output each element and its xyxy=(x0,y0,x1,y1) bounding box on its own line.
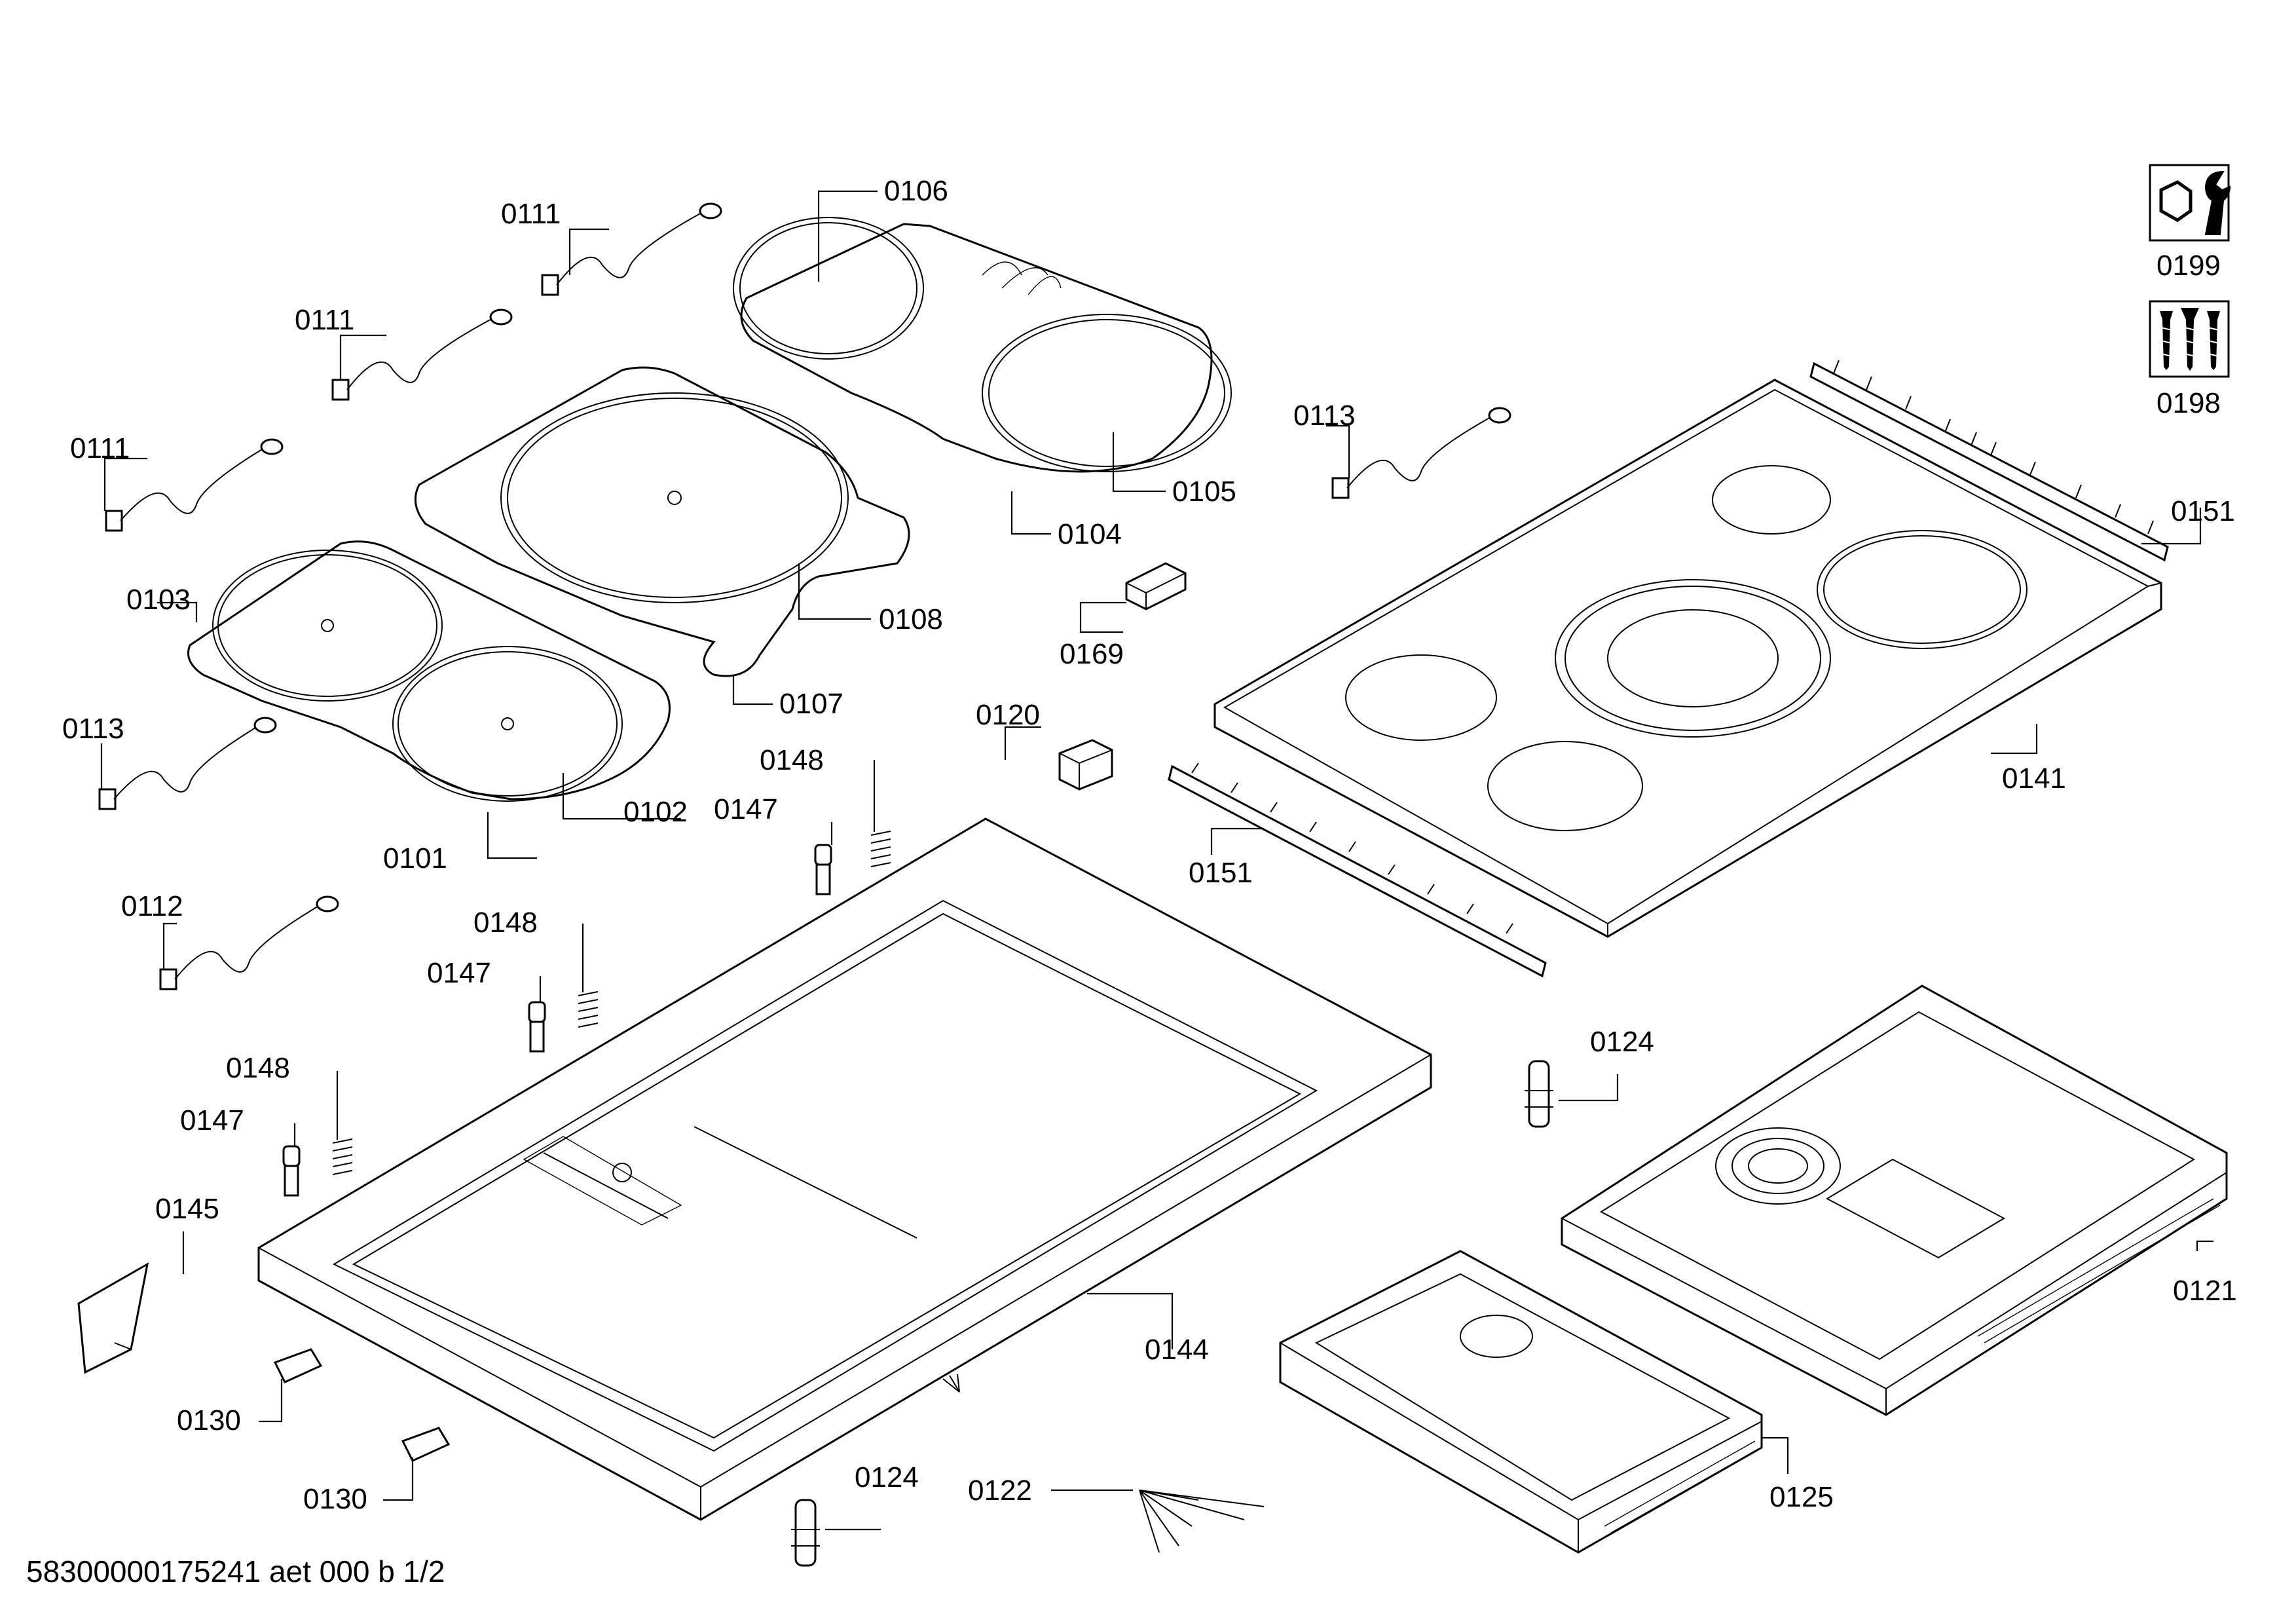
part-label-0144: 0144 xyxy=(1145,1334,1209,1366)
part-label-0141: 0141 xyxy=(2002,762,2066,795)
part-label-0108: 0108 xyxy=(879,603,943,635)
cooktop-frame xyxy=(257,817,1432,1521)
part-label-0169: 0169 xyxy=(1060,638,1124,670)
part-label-0101: 0101 xyxy=(383,842,447,874)
document-reference: 58300000175241 aet 000 b 1/2 xyxy=(26,1554,445,1588)
electronics-housing-large xyxy=(1561,985,2228,1416)
part-label-0130-left: 0130 xyxy=(177,1404,241,1436)
part-label-0124-bottom: 0124 xyxy=(855,1461,919,1493)
sensor-coils xyxy=(98,202,1511,990)
wrench-and-nut-icon xyxy=(2159,170,2231,235)
screws-icon xyxy=(2160,308,2222,371)
screws-icon-box: 0198 xyxy=(2149,300,2230,419)
leader-lines xyxy=(100,190,2213,1531)
part-label-0130-right: 0130 xyxy=(303,1483,367,1515)
part-label-0111-top: 0111 xyxy=(501,198,561,230)
part-label-0106: 0106 xyxy=(884,175,948,207)
heating-element-plate-lower xyxy=(187,540,671,802)
clip-0130b xyxy=(401,1427,451,1462)
clip-0130a xyxy=(273,1348,323,1383)
part-label-0148-middle: 0148 xyxy=(473,907,538,939)
part-label-0121: 0121 xyxy=(2173,1275,2237,1307)
heating-element-plate-upper xyxy=(733,217,1232,473)
part-label-0112: 0112 xyxy=(121,890,183,922)
part-label-0113-left: 0113 xyxy=(62,713,124,745)
part-label-0105: 0105 xyxy=(1172,476,1236,508)
part-label-0199: 0199 xyxy=(2157,250,2221,282)
power-cable xyxy=(942,1374,1265,1553)
part-label-0111-middle: 0111 xyxy=(295,304,354,336)
tools-icon-box: 0199 xyxy=(2149,164,2231,282)
electronics-housing-small xyxy=(1279,1250,1763,1554)
part-label-0147-bottom: 0147 xyxy=(180,1104,244,1136)
foot-0124b xyxy=(791,1499,820,1567)
part-label-0122: 0122 xyxy=(968,1474,1032,1507)
part-labels: 0106 0111 0111 0111 0113 0113 0105 0104 … xyxy=(62,175,2237,1515)
part-label-0125: 0125 xyxy=(1769,1481,1834,1513)
part-label-0151-right: 0151 xyxy=(2171,495,2235,527)
foot-0124a xyxy=(1525,1060,1553,1128)
connector-0169 xyxy=(1125,562,1187,610)
part-label-0102: 0102 xyxy=(623,796,688,828)
part-label-0147-top: 0147 xyxy=(714,793,778,825)
heating-element-plate-large xyxy=(414,366,910,677)
part-label-0147-middle: 0147 xyxy=(427,957,491,989)
part-label-0120: 0120 xyxy=(976,699,1040,731)
part-label-0111-left: 0111 xyxy=(70,432,130,464)
part-label-0107: 0107 xyxy=(779,688,843,720)
part-label-0104: 0104 xyxy=(1058,518,1122,550)
bracket-0145 xyxy=(77,1262,149,1374)
part-label-0151-left: 0151 xyxy=(1189,857,1253,889)
part-label-0148-bottom: 0148 xyxy=(226,1052,290,1084)
part-label-0103: 0103 xyxy=(126,584,191,616)
part-label-0124-right: 0124 xyxy=(1590,1026,1654,1058)
part-label-0148-top: 0148 xyxy=(760,744,824,776)
trim-strip-upper xyxy=(1809,360,2169,562)
glass-ceramic-top xyxy=(1213,379,2162,938)
spring-bolt-sets xyxy=(282,831,891,1197)
part-label-0198: 0198 xyxy=(2157,387,2221,419)
part-label-0113-right: 0113 xyxy=(1293,400,1356,432)
connector-0120 xyxy=(1058,739,1113,791)
trim-strip-lower xyxy=(1168,762,1547,978)
part-label-0145: 0145 xyxy=(155,1193,219,1225)
